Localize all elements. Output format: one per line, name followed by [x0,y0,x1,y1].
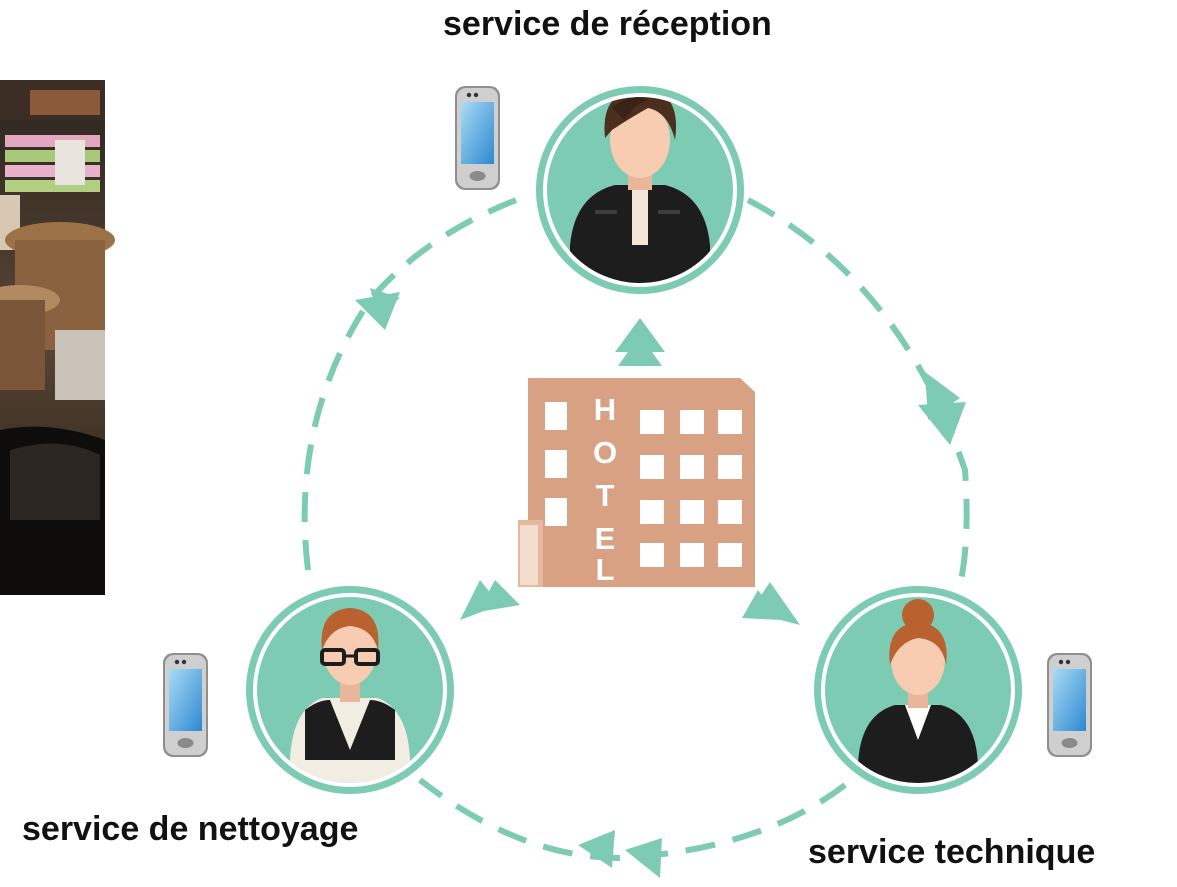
arrowhead-bottom-2 [625,838,662,878]
arrowhead-right-2 [925,372,960,420]
arc-technical-to-cleaning [418,777,847,862]
technical-service-label: service technique [808,833,1096,871]
reception-service-label: service de réception [443,5,772,43]
arc-cleaning-to-reception [301,192,531,571]
cleaner-avatar-icon [246,586,454,794]
technician-avatar-icon [814,586,1022,794]
smartphone-icon [163,653,208,757]
arrow-down-right-2 [742,590,780,620]
arrowhead-left-2 [370,288,400,315]
arrow-up-2 [618,335,662,366]
hotel-sign-letter: O [593,435,617,470]
hotel-building-icon: H O T E L [518,378,755,587]
receptionist-avatar-icon [536,86,744,294]
hotel-sign-letter: H [594,392,616,427]
smartphone-icon [455,86,500,190]
hotel-sign-letter: T [596,478,615,513]
hotel-sign: H O T E L [593,392,617,587]
smartphone-icon [1047,653,1092,757]
center-arrows [460,318,800,625]
hotel-sign-letter: L [596,552,615,587]
cleaning-service-label: service de nettoyage [22,810,359,848]
cycle-arrows [301,192,970,862]
arrow-down-left-2 [478,580,520,612]
arrowheads [355,288,966,878]
arrow-down-left [460,580,500,620]
hotel-lobby-photo [0,80,115,595]
hotel-sign-letter: E [595,521,616,556]
arrowhead-bottom [578,830,615,868]
